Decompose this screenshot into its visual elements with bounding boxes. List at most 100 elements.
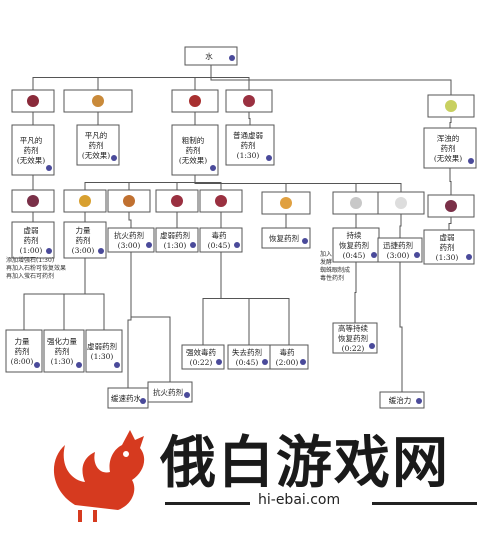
node-b7: 高等持续恢复药剂(0:22) <box>332 322 378 354</box>
flow-edge <box>210 65 452 95</box>
node-m5: 毒药(0:45) <box>199 227 243 253</box>
node-label: 平凡的药剂(无效果) <box>17 135 45 165</box>
node-i5 <box>427 94 475 118</box>
node-label: 毒药(0:45) <box>208 230 231 250</box>
node-c7 <box>332 191 380 215</box>
potion-bottle-icon <box>184 392 190 398</box>
flow-edge <box>399 214 402 238</box>
node-b1: 力量药剂(8:00) <box>5 329 43 373</box>
potion-bottle-icon <box>262 359 268 365</box>
flow-edge <box>194 65 212 90</box>
potion-bottle-icon <box>371 252 377 258</box>
flow-edge <box>97 65 212 90</box>
node-label: 强化力量药剂(1:30) <box>47 336 77 366</box>
potion-bottle-icon <box>300 359 306 365</box>
potion-bottle-icon <box>234 242 240 248</box>
node-label: 力量药剂(8:00) <box>11 336 34 366</box>
node-c5 <box>199 189 243 213</box>
node-c1 <box>11 189 55 213</box>
flow-edge <box>354 262 357 323</box>
flow-edge <box>448 217 452 230</box>
node-m8: 迅捷药剂(3:00) <box>377 237 423 263</box>
flow-edge <box>176 175 196 190</box>
node-c9 <box>427 194 475 218</box>
node-m3: 抗火药剂(3:00) <box>107 227 155 253</box>
flow-edge <box>449 168 452 195</box>
node-m9: 虚弱药剂(1:30) <box>423 229 475 265</box>
potion-bottle-icon <box>302 238 308 244</box>
potion-bottle-icon <box>140 398 146 404</box>
potion-bottle-icon <box>114 362 120 368</box>
node-m1: 虚弱药剂(1:00) <box>11 221 55 259</box>
node-label: 持续恢复药剂(0:45) <box>339 230 369 260</box>
potion-bottle-icon <box>416 398 422 404</box>
fermented-eye-icon <box>27 195 39 207</box>
potion-bottle-icon <box>190 242 196 248</box>
rooster-logo <box>53 430 145 522</box>
node-c2 <box>63 189 107 213</box>
node-m2: 力量药剂(3:00) <box>63 221 107 259</box>
watermark-line-right <box>372 502 477 505</box>
node-label: 强效毒药(0:22) <box>186 347 216 367</box>
ingredients-group-icon <box>92 95 104 107</box>
node-b4: 强效毒药(0:22) <box>181 344 225 370</box>
potion-bottle-icon <box>229 55 235 61</box>
node-i3 <box>171 89 219 113</box>
node-mundane: 平凡的药剂(无效果) <box>76 124 120 166</box>
node-b5: 失去药剂(0:45) <box>227 344 271 370</box>
node-label: 平凡的药剂(无效果) <box>82 130 110 160</box>
node-label: 迅捷药剂(3:00) <box>383 240 413 260</box>
node-label: 抗火药剂 <box>153 387 183 397</box>
node-label: 虚弱药剂(1:30) <box>436 232 459 262</box>
potion-bottle-icon <box>76 362 82 368</box>
potion-bottle-icon <box>46 248 52 254</box>
blaze-powder-icon <box>79 195 91 207</box>
node-label: 缓速药水 <box>111 393 141 403</box>
golden-carrot-icon <box>280 197 292 209</box>
note-left: 添加增强石(1:30)再加入石粉可恢复效果再加入萤石可药剂 <box>6 256 66 280</box>
node-c8 <box>377 191 425 215</box>
node-label: 毒药(2:00) <box>276 347 299 367</box>
node-label: 恢复药剂 <box>269 233 299 243</box>
potion-bottle-icon <box>266 155 272 161</box>
node-label: 水 <box>205 51 213 61</box>
flow-edge <box>210 65 250 90</box>
node-label: 缓治力 <box>389 395 412 405</box>
glowstone-icon <box>445 100 457 112</box>
node-m7: 持续恢复药剂(0:45) <box>332 227 380 263</box>
node-c4 <box>155 189 199 213</box>
spider-eye-icon <box>215 195 227 207</box>
node-b3: 虚弱药剂(1:30) <box>85 329 123 373</box>
redstone-icon <box>189 95 201 107</box>
flow-edge <box>63 258 86 330</box>
node-c3 <box>107 189 151 213</box>
flow-edge <box>128 212 132 228</box>
potion-bottle-icon <box>98 248 104 254</box>
node-label: 失去药剂(0:45) <box>232 347 262 367</box>
watermark-line-left <box>165 502 250 505</box>
node-i2 <box>63 89 133 113</box>
potion-bottle-icon <box>46 165 52 171</box>
spider-eye-icon <box>243 95 255 107</box>
node-label: 虚弱药剂(1:30) <box>160 230 190 250</box>
potion-bottle-icon <box>34 362 40 368</box>
node-awkward: 平凡的药剂(无效果) <box>11 124 55 176</box>
node-b6: 毒药(2:00) <box>269 344 309 370</box>
watermark-url: hi-ebai.com <box>258 492 341 508</box>
potion-bottle-icon <box>468 158 474 164</box>
node-label: 粗制的药剂(无效果) <box>179 135 207 165</box>
ghast-tear-icon <box>350 197 362 209</box>
node-e2: 抗火药剂 <box>147 381 193 403</box>
flow-edge <box>194 175 402 192</box>
spider-eye-icon <box>171 195 183 207</box>
node-m4: 虚弱药剂(1:30) <box>155 227 199 253</box>
magma-cream-icon <box>123 195 135 207</box>
potion-bottle-icon <box>414 252 420 258</box>
node-b2: 强化力量药剂(1:30) <box>43 329 85 373</box>
node-c6 <box>261 191 311 215</box>
potion-bottle-icon <box>369 343 375 349</box>
potion-bottle-icon <box>146 242 152 248</box>
flow-edge <box>248 112 251 125</box>
node-label: 虚弱药剂(1:00) <box>20 225 43 255</box>
